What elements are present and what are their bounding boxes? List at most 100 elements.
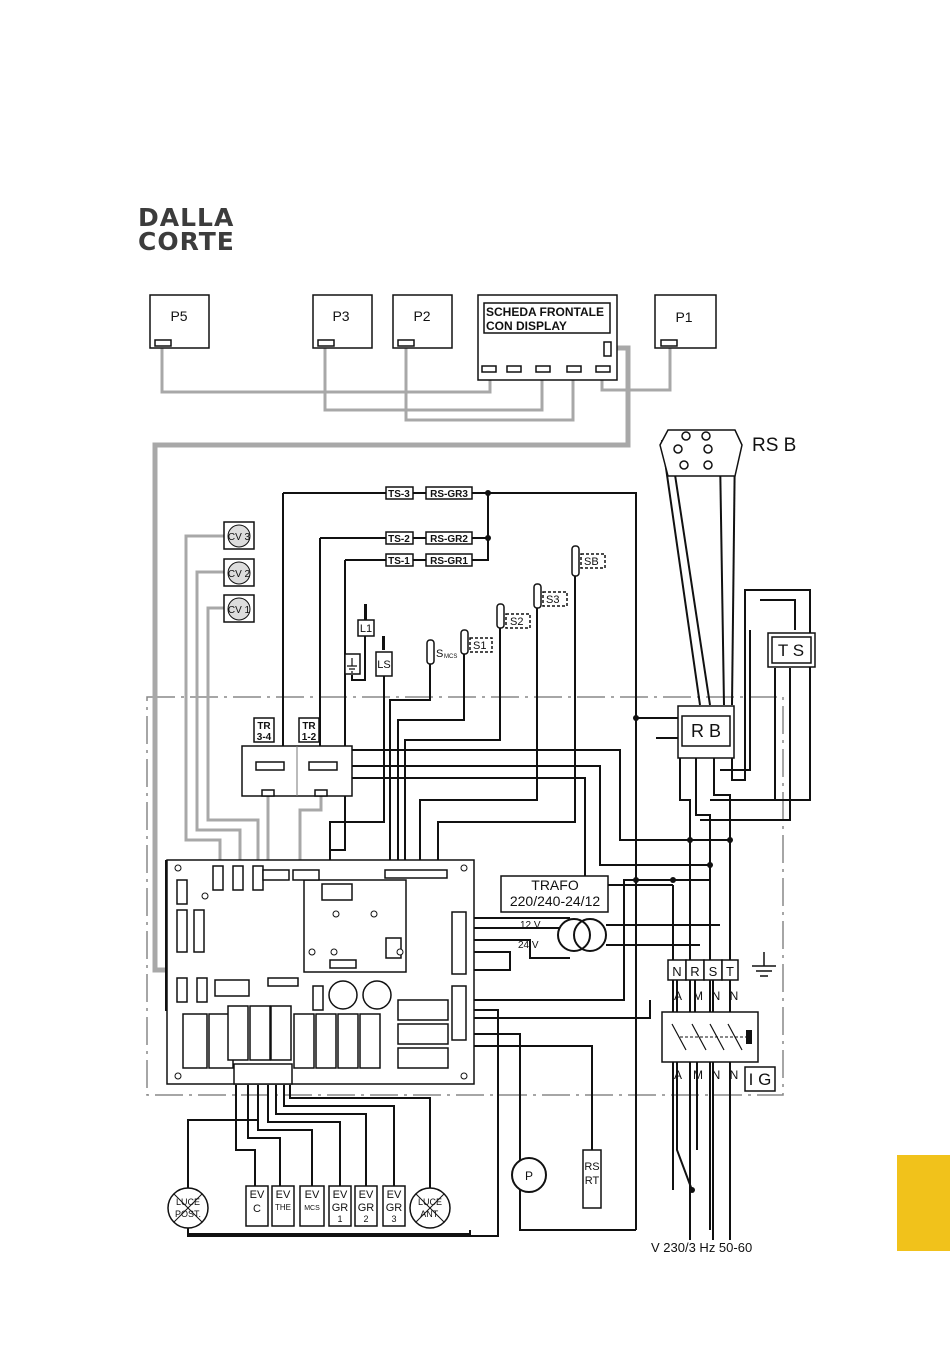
trafo-24v-label: 24 V	[518, 940, 539, 951]
trafo-label: TRAFO	[531, 877, 579, 893]
ts3-label: TS-3	[388, 489, 410, 500]
ig-cable-n1: N	[712, 1068, 721, 1082]
probe-p1-label: P1	[675, 309, 692, 325]
rsrt-label-1: RS	[584, 1161, 599, 1173]
evc-label-2: C	[253, 1203, 261, 1215]
rsgr2-label: RS-GR2	[430, 534, 468, 545]
lamp-luce-post: LUCE POST.	[167, 1187, 209, 1229]
cv1-label: CV 1	[228, 605, 251, 616]
earth-icon	[752, 952, 776, 977]
valve-ev-c: EV C	[245, 1185, 269, 1227]
luce-ant-label-1: LUCE	[418, 1197, 442, 1207]
evgr1-label-1: EV	[333, 1189, 348, 1201]
trafo-rating: 220/240-24/12	[510, 893, 601, 909]
evmcs-label-2: MCS	[304, 1205, 320, 1212]
cable-n2: N	[730, 989, 739, 1003]
safety-thermostat-ts: T S	[767, 632, 816, 668]
terminal-s: S	[709, 964, 718, 979]
terminal-r: R	[690, 964, 699, 979]
evgr2-label-1: EV	[359, 1189, 374, 1201]
junction-dots	[291, 490, 733, 1193]
front-display-board: SCHEDA FRONTALE CON DISPLAY	[477, 294, 618, 381]
luce-ant-label-2: ANT.	[420, 1209, 440, 1219]
supply-rating: V 230/3 Hz 50-60	[651, 1240, 752, 1255]
ig-cable-n2: N	[730, 1068, 739, 1082]
display-board-title: SCHEDA FRONTALE	[486, 305, 604, 319]
l1-label: L1	[360, 623, 372, 635]
probe-p1: P1	[654, 294, 717, 349]
s2-label: S2	[510, 616, 523, 628]
luce-post-label-2: POST.	[175, 1209, 201, 1219]
valve-ev-gr2: EV GR 2	[354, 1185, 378, 1227]
s1-label: S1	[473, 640, 486, 652]
probe-p5: P5	[149, 294, 210, 349]
main-switch-ig: A M N N I G	[661, 1011, 776, 1240]
power-wiring	[165, 439, 811, 1237]
luce-post-label-1: LUCE	[176, 1197, 200, 1207]
probe-p5-label: P5	[170, 308, 187, 324]
evgr3-label-3: 3	[391, 1214, 396, 1224]
rsrt-label-2: RT	[585, 1175, 600, 1187]
transformer: TRAFO 220/240-24/12 12 V 24 V	[500, 875, 609, 952]
probe-p3: P3	[312, 294, 373, 349]
smcs-label: S	[436, 648, 443, 660]
evgr2-label-3: 2	[363, 1214, 368, 1224]
ls-label: LS	[377, 659, 390, 671]
smcs-sub-label: MCS	[444, 654, 457, 660]
evc-label-1: EV	[250, 1189, 265, 1201]
terminal-block: N R S T A M N N	[667, 952, 776, 1012]
ts-label: T S	[778, 641, 804, 660]
brand-logo: DALLA CORTE	[138, 203, 235, 256]
evmcs-label-1: EV	[305, 1189, 320, 1201]
cv2-label: CV 2	[228, 569, 251, 580]
loads-row: LUCE POST. LUCE ANT. EV C EV THE EV MCS …	[167, 1185, 451, 1229]
rsgr1-label: RS-GR1	[430, 556, 468, 567]
evthe-label-2: THE	[275, 1203, 291, 1212]
rb-label: R B	[691, 721, 721, 741]
group-thermostats: TS-3 RS-GR3 TS-2 RS-GR2 TS-1 RS-GR1	[385, 486, 473, 567]
flowmeters: CV 3 CV 2 CV 1	[223, 521, 255, 623]
tr12-label-a: TR	[302, 721, 316, 732]
evthe-label-1: EV	[276, 1189, 291, 1201]
lamp-luce-ant: LUCE ANT.	[409, 1187, 451, 1229]
tr34-label-a: TR	[257, 721, 271, 732]
valve-ev-mcs: EV MCS	[299, 1185, 325, 1227]
cable-n1: N	[712, 989, 721, 1003]
ig-label: I G	[749, 1070, 772, 1089]
tr34-label-b: 3-4	[257, 732, 272, 743]
heater-connector-rsb: RS B	[659, 429, 796, 477]
probe-p2: P2	[392, 294, 453, 349]
relay-board-tr: TR 3-4 TR 1-2	[241, 717, 353, 797]
valve-ev-gr1: EV GR 1	[328, 1185, 352, 1227]
heater-rsrt: RS RT	[582, 1149, 602, 1209]
evgr3-label-1: EV	[387, 1189, 402, 1201]
rsb-label: RS B	[752, 435, 796, 456]
s3-label: S3	[546, 594, 559, 606]
heater-relay-rb: R B	[677, 705, 735, 759]
terminal-n: N	[672, 964, 681, 979]
probe-p3-label: P3	[332, 308, 349, 324]
display-wiring	[152, 345, 672, 973]
valve-ev-the: EV THE	[271, 1185, 295, 1227]
evgr1-label-3: 1	[337, 1214, 342, 1224]
main-control-board	[166, 859, 475, 1085]
brand-line-2: CORTE	[138, 227, 235, 256]
trafo-12v-label: 12 V	[520, 920, 541, 931]
brand-line-1: DALLA	[138, 203, 235, 232]
evgr2-label-2: GR	[358, 1202, 375, 1214]
level-probes: L1 LS S MCS S1 S2 S3 SB	[344, 545, 606, 677]
ts2-label: TS-2	[388, 534, 410, 545]
cv3-label: CV 3	[228, 532, 251, 543]
cable-m: M	[693, 989, 703, 1003]
pump-p: P	[511, 1157, 547, 1193]
pump-label: P	[525, 1169, 533, 1183]
display-board-subtitle: CON DISPLAY	[486, 319, 567, 333]
evgr3-label-2: GR	[386, 1202, 403, 1214]
terminal-t: T	[726, 964, 734, 979]
probe-p2-label: P2	[413, 308, 430, 324]
tr12-label-b: 1-2	[302, 732, 317, 743]
valve-ev-gr3: EV GR 3	[382, 1185, 406, 1227]
sb-label: SB	[584, 556, 599, 568]
ts1-label: TS-1	[388, 556, 410, 567]
